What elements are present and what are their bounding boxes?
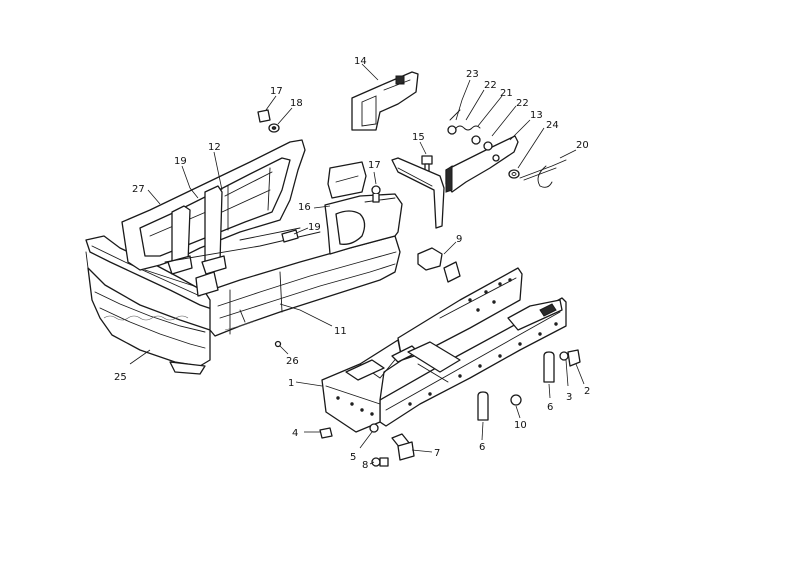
callout-17-top: 17	[270, 86, 283, 97]
callout-22-lower: 22	[516, 98, 529, 109]
callout-15: 15	[412, 132, 425, 143]
callout-18: 18	[290, 98, 303, 109]
washer-24	[508, 169, 520, 179]
callout-14: 14	[354, 56, 367, 67]
callout-23: 23	[466, 69, 479, 80]
callout-4: 4	[292, 428, 298, 439]
callout-19-top: 19	[174, 156, 187, 167]
callout-12: 12	[208, 142, 221, 153]
lever-plate-13	[445, 135, 519, 193]
callout-9: 9	[456, 234, 462, 245]
bracket-16	[327, 161, 381, 203]
callout-20: 20	[576, 140, 589, 151]
callout-26: 26	[286, 356, 299, 367]
callout-5: 5	[350, 452, 356, 463]
callout-27: 27	[132, 184, 145, 195]
spring-assembly	[447, 109, 493, 151]
callout-24: 24	[546, 120, 559, 131]
hardware-parts	[257, 109, 581, 467]
cargo-box-body	[85, 139, 403, 375]
hanger-bracket	[391, 157, 445, 229]
plate-14	[351, 71, 419, 131]
callout-17-mid: 17	[368, 160, 381, 171]
callout-21: 21	[500, 88, 513, 99]
pin-20	[519, 159, 567, 188]
callout-10: 10	[514, 420, 527, 431]
callout-11: 11	[334, 326, 347, 337]
callout-25: 25	[114, 372, 127, 383]
callout-3: 3	[566, 392, 572, 403]
callout-16: 16	[298, 202, 311, 213]
callout-2: 2	[584, 386, 590, 397]
callout-22-upper: 22	[484, 80, 497, 91]
callout-19-mid: 19	[308, 222, 321, 233]
callout-6-left: 6	[479, 442, 485, 453]
leader-lines	[129, 63, 585, 465]
bracket-9	[417, 247, 461, 283]
callout-13: 13	[530, 110, 543, 121]
callout-1: 1	[288, 378, 294, 389]
callout-labels: 17 18 12 19 27 14 23 22 21 22 13 24 20 1…	[114, 56, 590, 471]
callout-7: 7	[434, 448, 440, 459]
callout-8: 8	[362, 460, 368, 471]
chassis-frame-1	[321, 267, 567, 433]
callout-6-right: 6	[547, 402, 553, 413]
